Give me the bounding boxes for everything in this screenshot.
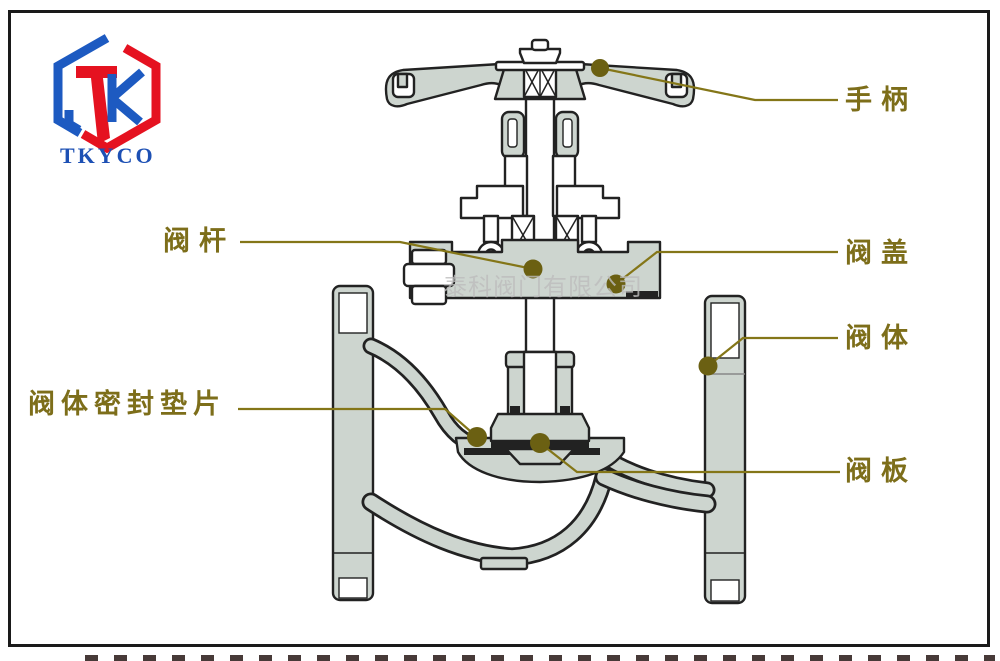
disc-assembly	[454, 350, 626, 484]
dot-handle	[591, 59, 609, 77]
leader-disc	[539, 442, 840, 474]
callout-leaders	[238, 59, 840, 474]
leader-handle	[599, 66, 838, 102]
logo-hook-blue	[64, 110, 82, 134]
logo-wordmark: TKYCO	[60, 143, 156, 168]
right-pipe-flange	[703, 294, 747, 605]
valve-stem-shaft	[524, 56, 556, 360]
cutoff-text-row	[85, 655, 995, 661]
dot-bonnet	[606, 274, 626, 294]
company-watermark: 泰科阀门有限公司	[443, 273, 643, 301]
dot-gasket	[467, 427, 487, 447]
leader-bonnet	[615, 250, 838, 285]
globe-valve-drawing	[331, 38, 747, 605]
body-drain-pad	[479, 556, 529, 571]
dot-stem	[523, 259, 543, 279]
label-stem: 阀杆	[163, 226, 235, 257]
label-body-seal-gasket: 阀体密封垫片	[28, 389, 226, 420]
logo-letter-k	[107, 68, 145, 126]
label-body: 阀体	[845, 323, 917, 354]
left-pipe-flange	[331, 284, 375, 602]
handwheel	[384, 38, 696, 108]
leader-body	[707, 336, 838, 367]
disc-skirt	[504, 447, 576, 466]
tkyco-logo-mark	[53, 34, 161, 154]
leader-stem	[240, 240, 534, 271]
dot-disc	[530, 433, 550, 453]
label-handle: 手柄	[845, 85, 917, 116]
stem-cap	[530, 38, 550, 52]
dot-body	[698, 356, 718, 376]
label-bonnet: 阀盖	[845, 238, 917, 269]
handwheel-nut	[518, 47, 562, 65]
bonnet-gasket-right	[626, 291, 658, 298]
leader-gasket	[238, 407, 478, 438]
logo-letter-t	[76, 66, 117, 144]
bonnet-bolt-stack	[402, 248, 456, 306]
stem-thread-hatch-top	[522, 65, 558, 99]
label-disc: 阀板	[845, 456, 917, 487]
